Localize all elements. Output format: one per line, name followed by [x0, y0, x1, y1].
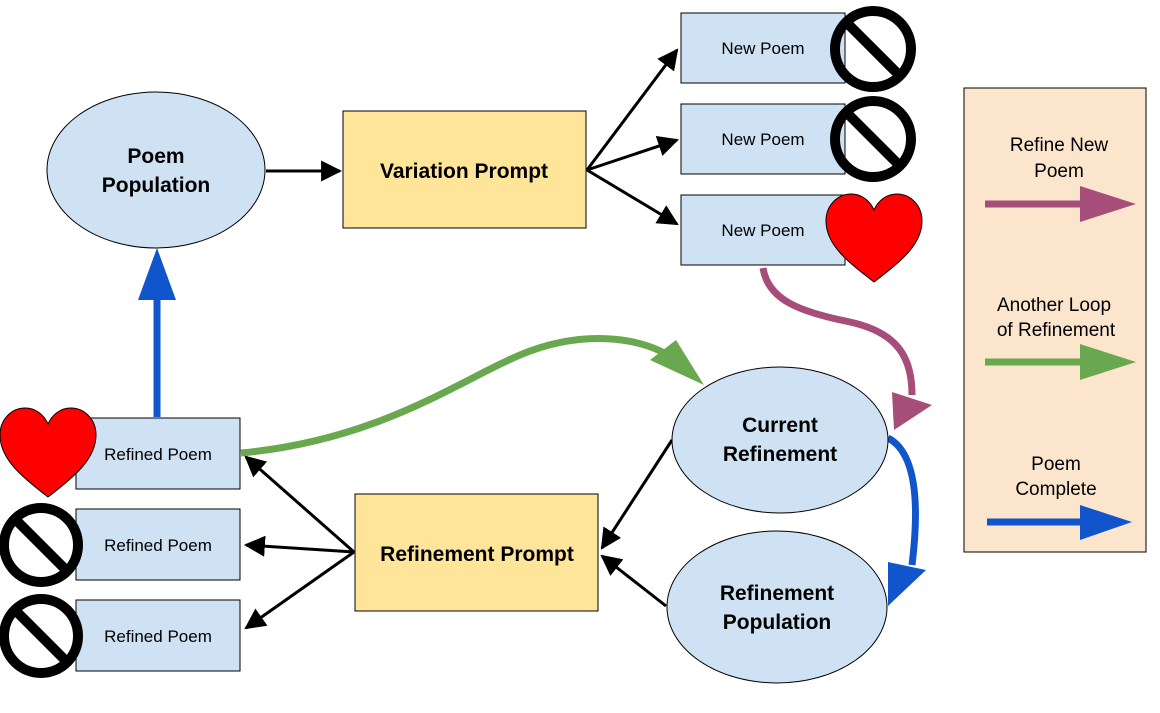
legend-loop-label-line1: Another Loop — [997, 295, 1111, 316]
prohibited-icon — [0, 503, 83, 587]
legend-complete-label-line2: Complete — [1015, 479, 1096, 500]
new-poem-1-node — [680, 12, 846, 84]
population-to-prompt-arrow — [600, 554, 667, 608]
variation-prompt-label: Variation Prompt — [380, 160, 548, 183]
refine-new-poem-curve — [759, 267, 916, 396]
new-poem-2-label: New Poem — [721, 130, 804, 149]
refinement-population-label-line1: Refinement — [720, 582, 834, 605]
prompt-to-refined-poem-3-arrow — [244, 550, 355, 630]
current-to-prompt-arrow — [600, 439, 674, 550]
variation-to-new-poem-1-arrow — [585, 48, 679, 171]
poem-population-node — [46, 91, 266, 249]
variation-to-new-poem-2-arrow — [586, 136, 679, 172]
legend-loop-arrowhead — [1080, 344, 1136, 380]
current-refinement-node — [671, 366, 889, 514]
poem-population-label-line2: Population — [102, 174, 211, 197]
legend-refine-arrowhead — [1080, 186, 1136, 222]
refinement-population-node — [666, 530, 888, 684]
variation-prompt-node — [342, 110, 587, 229]
another-loop-arrowhead — [650, 340, 704, 385]
prompt-to-refined-poem-1-arrow — [244, 455, 355, 554]
prohibited-icon — [830, 6, 916, 92]
another-loop-curve — [240, 335, 678, 457]
refine-new-poem-arrowhead — [892, 392, 932, 430]
prohibited-icon — [0, 594, 83, 678]
to-refinement-population-curve — [886, 434, 919, 566]
poem-population-label-line1: Poem — [127, 145, 184, 168]
refined-poem-3-label: Refined Poem — [104, 627, 212, 646]
refinement-population-label-line2: Population — [723, 611, 832, 634]
new-poem-1-label: New Poem — [721, 39, 804, 58]
current-refinement-label-line2: Refinement — [723, 443, 837, 466]
current-refinement-label-line1: Current — [742, 414, 818, 437]
refined-poem-1-label: Refined Poem — [104, 445, 212, 464]
legend-panel — [963, 87, 1147, 553]
legend-refine-label-line2: Poem — [1034, 161, 1084, 182]
new-poem-3-label: New Poem — [721, 221, 804, 240]
refinement-prompt-label: Refinement Prompt — [380, 543, 574, 566]
to-refinement-population-arrowhead — [888, 562, 926, 606]
legend-loop-label-line2: of Refinement — [997, 320, 1116, 341]
new-poem-3-node — [680, 194, 846, 266]
legend-refine-label-line1: Refine New — [1010, 135, 1108, 156]
heart-icon — [825, 193, 923, 283]
refined-poem-1-node — [75, 417, 241, 490]
poem-complete-arrowhead — [138, 248, 176, 300]
variation-to-new-poem-3-arrow — [586, 168, 679, 226]
refined-poem-2-node — [75, 508, 241, 581]
legend-complete-label-line1: Poem — [1031, 454, 1081, 475]
new-poem-2-node — [680, 103, 846, 175]
refined-poem-2-label: Refined Poem — [104, 536, 212, 555]
prompt-to-refined-poem-2-arrow — [243, 535, 355, 557]
refinement-prompt-node — [354, 493, 599, 612]
heart-icon — [0, 407, 97, 498]
legend-complete-arrowhead — [1080, 505, 1132, 540]
prohibited-icon — [830, 96, 916, 182]
